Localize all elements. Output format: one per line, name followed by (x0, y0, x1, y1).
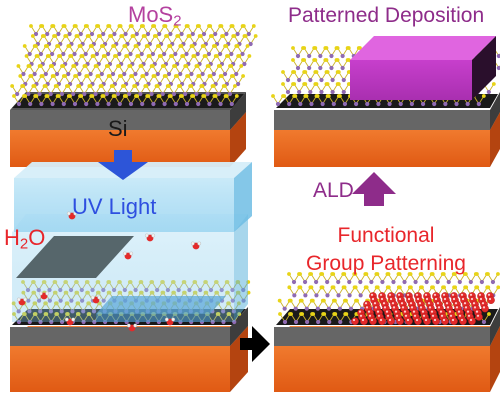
substrate-stack-uv-exposure (10, 162, 252, 392)
patterned-deposition-label: Patterned Deposition (288, 4, 485, 27)
photomask (16, 236, 134, 278)
mos2-label: MoS2 (128, 2, 182, 30)
ald-label: ALD (313, 179, 354, 202)
deposited-film-block (350, 36, 496, 100)
water-molecules (16, 211, 202, 332)
substrate-stack-pristine (10, 24, 258, 167)
functional-group-patch (351, 292, 495, 326)
arrow-right (240, 326, 270, 362)
mos2-monolayer (10, 24, 258, 107)
si-label: Si (108, 116, 128, 141)
arrow-down-uv (98, 150, 148, 180)
substrate-stack-deposited (271, 36, 500, 167)
substrate-stack-functionalized (274, 272, 500, 392)
exposed-region (96, 296, 226, 322)
h2o-label: H2O (4, 225, 46, 253)
uv-light-label: UV Light (72, 194, 157, 219)
arrow-up-ald (352, 172, 396, 206)
